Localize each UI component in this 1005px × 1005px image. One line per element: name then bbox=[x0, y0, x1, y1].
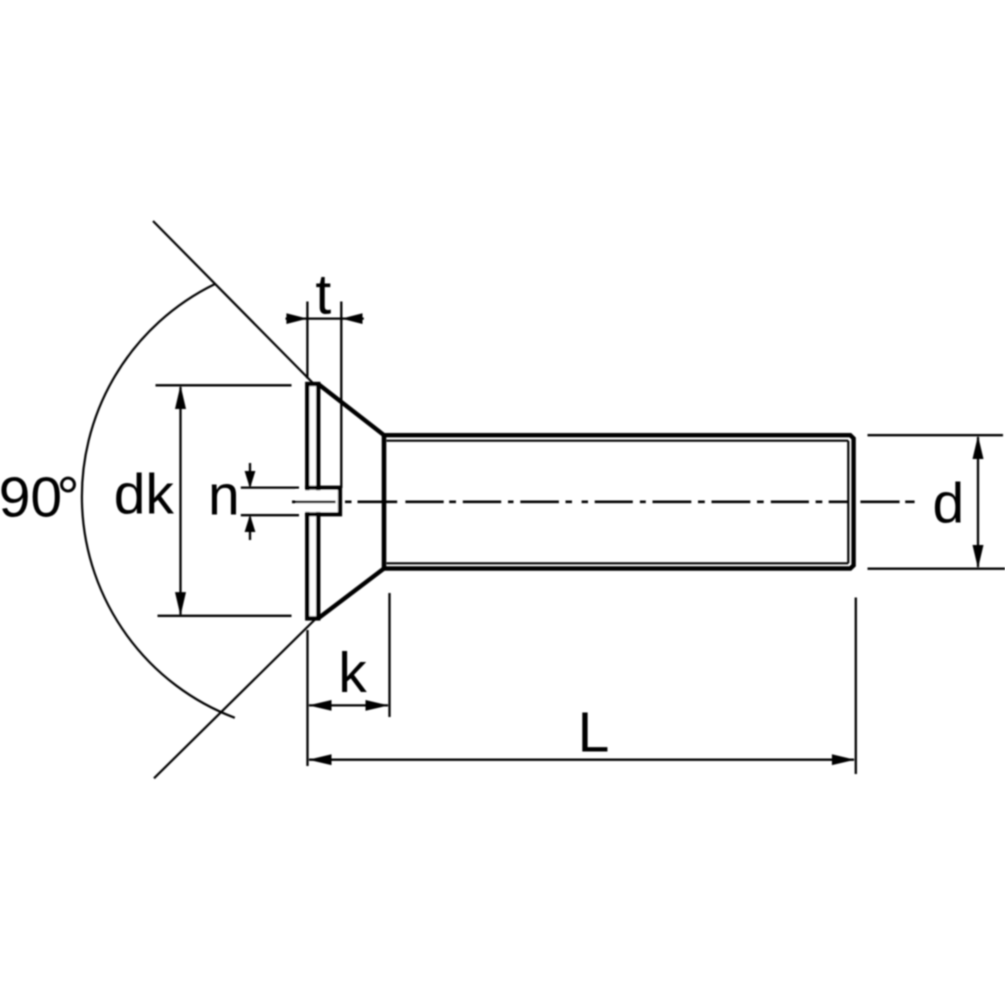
svg-text:t: t bbox=[315, 263, 331, 327]
svg-text:d: d bbox=[933, 472, 965, 536]
svg-text:dk: dk bbox=[114, 463, 175, 527]
svg-text:90°: 90° bbox=[0, 466, 79, 530]
svg-text:k: k bbox=[338, 641, 367, 705]
svg-text:L: L bbox=[578, 700, 610, 764]
svg-text:n: n bbox=[208, 464, 240, 528]
